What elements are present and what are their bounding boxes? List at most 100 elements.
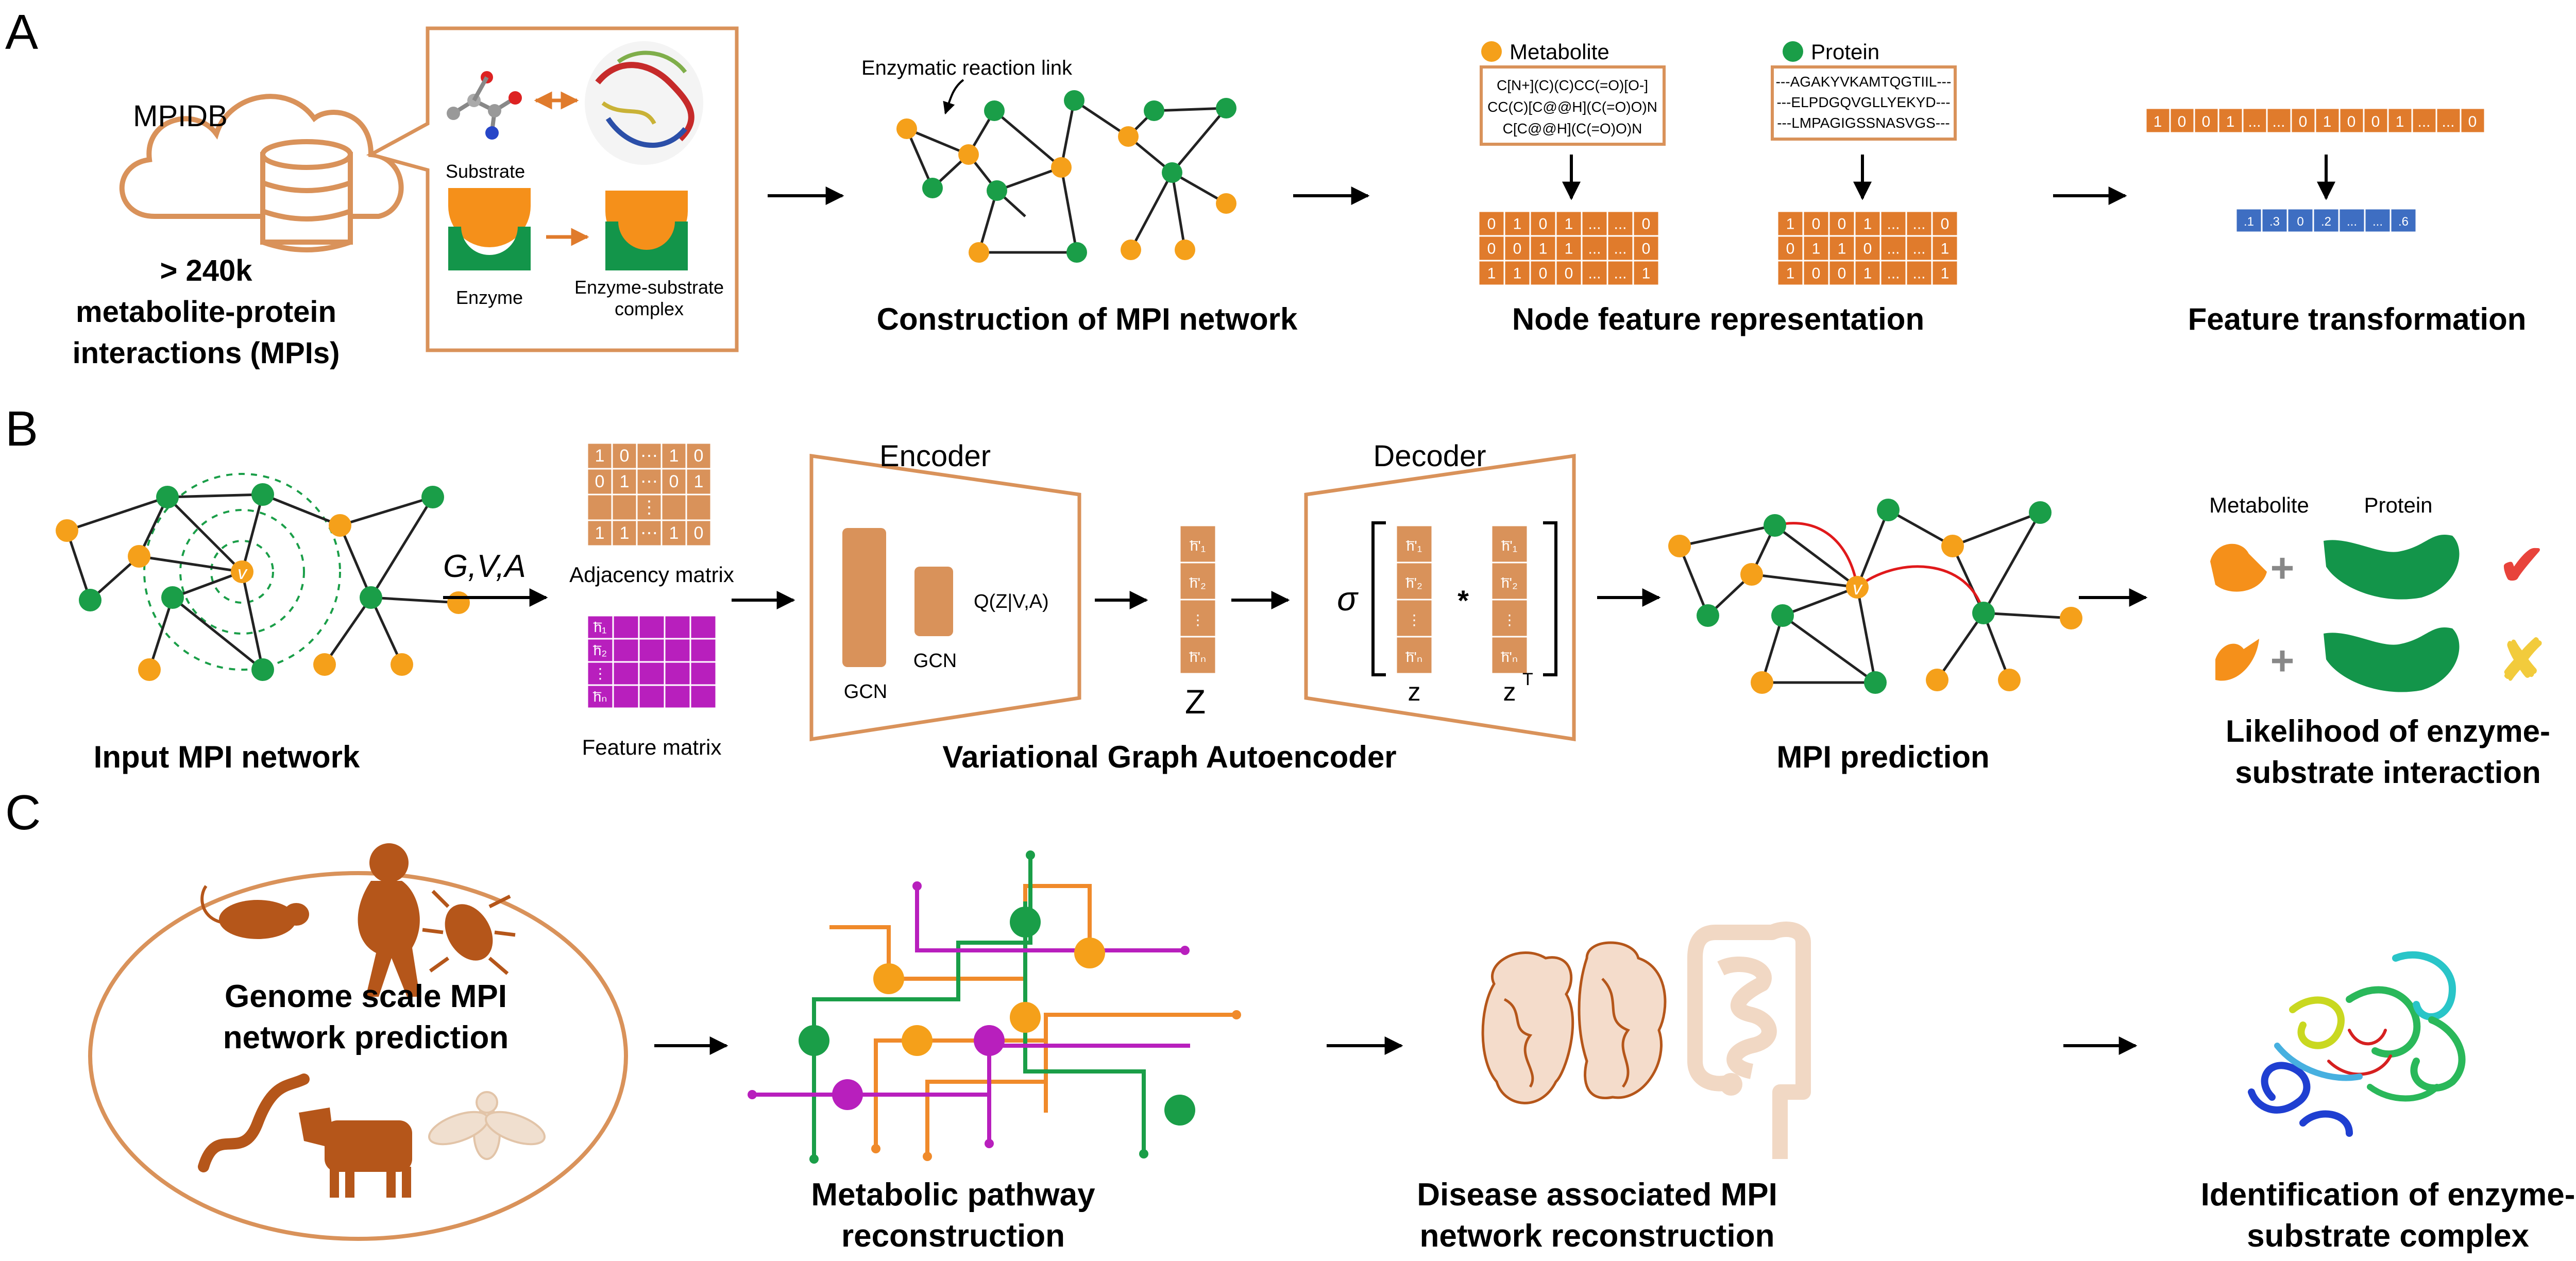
vector-cell-value: 1: [2154, 113, 2162, 130]
matrix-cell: [1581, 260, 1608, 286]
matrix-cell-value: 1: [1513, 216, 1522, 233]
matrix-cell: [1478, 210, 1505, 237]
gcn-layer-1: [842, 528, 886, 667]
matrix-cell-value: 1: [1812, 241, 1821, 258]
matrix-cell: [636, 519, 663, 547]
matrix-cell: [612, 638, 640, 663]
z-label: Z: [1185, 683, 1206, 721]
vector-cell: [2217, 107, 2244, 134]
vector-cell-value: 0: [2299, 113, 2308, 130]
gcn-layer-2: [914, 567, 953, 636]
matrix-cell: [638, 661, 666, 686]
vector-cell: [2411, 107, 2437, 134]
matrix-cell: [1854, 260, 1882, 286]
decoder-label: Decoder: [1373, 439, 1486, 473]
database-cylinder-icon: [260, 139, 353, 252]
pathway-caption-1: Metabolic pathway: [811, 1177, 1095, 1213]
matrix-cell: [685, 468, 712, 496]
matrix-cell-value: 1: [1863, 216, 1872, 233]
embedding-cell-value: .1: [2244, 215, 2254, 229]
matrix-cell: [586, 493, 613, 521]
matrix-cell: [611, 442, 638, 470]
matrix-cell: [1931, 210, 1959, 237]
matrix-cell-value: ...: [1614, 241, 1626, 258]
vector-cell-value: 0: [2347, 113, 2356, 130]
embedding-cell: [2338, 208, 2366, 233]
dec-zt-sup: T: [1522, 670, 1533, 689]
vector-cell-value: ⋮: [1502, 612, 1517, 628]
substrate-label: Substrate: [446, 161, 525, 182]
matrix-cell-value: ...: [1588, 265, 1601, 282]
cross-icon: ✘: [2498, 629, 2546, 692]
vector-cell-value: ...: [2248, 113, 2261, 130]
vector-cell-value: ⋮: [1191, 612, 1205, 628]
vector-cell-value: ...: [2417, 113, 2430, 130]
protein-shape: [2324, 534, 2460, 600]
decoder: Decoder σ h̅'₁h̅'₂⋮h̅'ₙ h̅'₁h̅'₂⋮h̅'ₙ * …: [1304, 439, 1576, 742]
matrix-cell: [1854, 235, 1882, 262]
matrix-cell-value: 0: [1513, 241, 1522, 258]
vector-cell: [2435, 107, 2462, 134]
panel-b-label: B: [5, 401, 38, 456]
encoder: Encoder GCN GCN Q(Z|V,A): [809, 439, 1081, 742]
vector-cell: [2363, 107, 2389, 134]
matrix-cell-value: 0: [1838, 265, 1846, 282]
matrix-cell-value: 0: [1863, 241, 1872, 258]
matrix-cell-value: 0: [595, 472, 605, 491]
matrix-cell: [1581, 235, 1608, 262]
smiles-list: C[N+](C)(C)CC(=O)[O-]CC(C)[C@@H](C(=O)O)…: [1487, 77, 1657, 137]
complex-label-1: Enzyme-substrate: [574, 277, 724, 298]
smiles-line: CC(C)[C@@H](C(=O)O)N: [1487, 99, 1657, 115]
matrix-cell-value: 0: [1941, 216, 1950, 233]
matrix-cell-value: 0: [1812, 216, 1821, 233]
vector-cell: [1179, 561, 1217, 601]
transform-caption: Feature transformation: [2188, 302, 2527, 336]
matrix-cell-value: ...: [1887, 241, 1900, 258]
likelihood-panel: Metabolite Protein + ✔ + ✘ Likelihood of…: [2209, 493, 2550, 790]
protein-node: [1162, 162, 1182, 183]
primate-icon: [358, 843, 420, 997]
mpi-count: > 240k: [160, 254, 252, 287]
genome-caption-1: Genome scale MPI: [225, 979, 507, 1014]
complex-label-2: complex: [615, 298, 684, 319]
pathway-caption-2: reconstruction: [841, 1218, 1065, 1254]
enzyme-label: Enzyme: [456, 287, 523, 308]
embedding-cell-value: 0: [2297, 215, 2303, 229]
embedding-cell: [2312, 208, 2340, 233]
vector-cell: [2266, 107, 2292, 134]
matrix-cell-value: 0: [1539, 265, 1548, 282]
latent-z-vector: h̅'₁h̅'₂⋮h̅'ₙ: [1179, 524, 1217, 675]
sequence-list: ---AGAKYVKAMTQGTIIL------ELPDGQVGLLYEKYD…: [1776, 74, 1952, 131]
matrix-cell-value: 1: [1565, 216, 1573, 233]
matrix-cell: [685, 519, 712, 547]
matrix-cell: [611, 493, 638, 521]
matrix-cell-value: ...: [1887, 216, 1900, 233]
feature-label: Feature matrix: [582, 735, 722, 759]
node-v-label: v: [238, 562, 248, 583]
matrix-cell-value: 0: [669, 472, 679, 491]
vector-cell: [1179, 524, 1217, 564]
matrix-cell: [612, 684, 640, 709]
protein-structure-icon: [585, 41, 703, 165]
matrix-cell: [612, 615, 640, 640]
feature-row-label: h̅₂: [592, 642, 607, 658]
vector-cell-value: ...: [2442, 113, 2454, 130]
metabolite-node: [969, 242, 989, 263]
matrix-cell-value: 1: [595, 523, 605, 543]
dec-z-label: z: [1408, 677, 1421, 706]
protein-node: [1066, 242, 1087, 263]
reaction-link-label: Enzymatic reaction link: [861, 57, 1073, 79]
vector-cell-value: h̅'ₙ: [1405, 649, 1422, 665]
lik-protein-label: Protein: [2364, 493, 2432, 517]
panel-a: A MPIDB > 240k metabolite-protein intera…: [5, 5, 2526, 370]
matrix-cell-value: 1: [1539, 241, 1548, 258]
gcn-label-2: GCN: [913, 650, 957, 672]
times-symbol: *: [1458, 584, 1469, 617]
vector-cell: [2145, 107, 2171, 134]
worm-icon: [198, 1073, 310, 1172]
matrix-cell-value: 1: [1863, 265, 1872, 282]
matrix-cell-value: 0: [620, 446, 630, 466]
